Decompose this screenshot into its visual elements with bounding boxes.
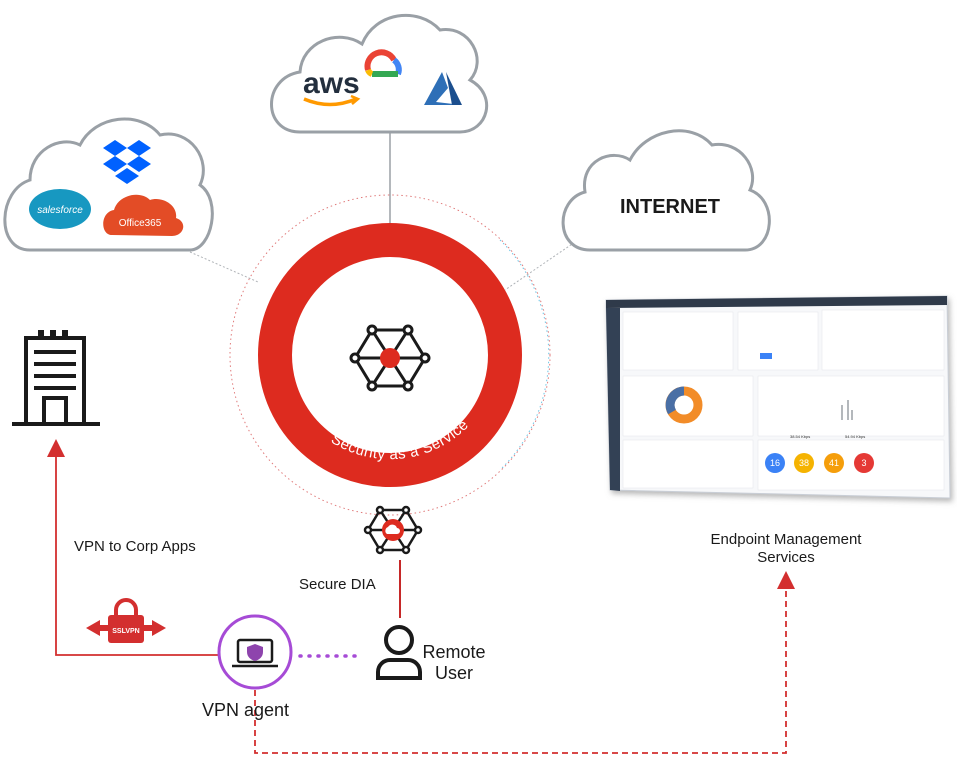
stat-high: 41	[829, 458, 839, 468]
internet-label: INTERNET	[620, 196, 720, 218]
outer-dotted-ring	[229, 194, 551, 516]
vpn-agent-label: VPN agent	[202, 700, 290, 720]
dashboard-content: 16 38 41 3 38.54 Kbps 54.94 Kbps	[606, 296, 947, 491]
svg-text:salesforce: salesforce	[37, 205, 83, 216]
endpoint-path	[254, 571, 795, 754]
security-ring	[258, 223, 522, 487]
vpn-corp-path	[47, 439, 220, 656]
sslvpn-lock-icon: SSLVPN	[86, 598, 166, 643]
cloud-saas: salesforce Office365	[3, 117, 214, 252]
cloud-iaas: aws	[270, 13, 489, 134]
salesforce-logo-icon: salesforce	[29, 189, 91, 229]
cloud-internet	[561, 129, 771, 252]
network-hub-icon	[349, 324, 431, 392]
remote-user-label-line1: Remote	[422, 642, 486, 662]
endpoint-label-line1: Endpoint Management	[710, 531, 862, 548]
cloud-hub-icon	[363, 505, 423, 555]
connector-internet	[504, 239, 579, 291]
vpn-agent-icon	[217, 614, 293, 690]
outer-dotted-ring-blue	[499, 239, 550, 471]
svg-text:aws: aws	[303, 67, 360, 100]
aws-logo-icon: aws	[303, 67, 361, 107]
rate-2: 54.94 Kbps	[845, 434, 865, 439]
office-logo-text: Office365	[119, 218, 162, 229]
google-cloud-logo-icon	[364, 49, 402, 77]
stat-medium: 38	[799, 458, 809, 468]
office365-logo-icon: Office365	[103, 194, 184, 236]
stat-critical: 3	[861, 458, 866, 468]
secure-dia-label: Secure DIA	[299, 576, 376, 593]
sslvpn-label: SSLVPN	[112, 628, 140, 635]
user-icon	[376, 625, 422, 680]
rate-1: 38.54 Kbps	[790, 434, 810, 439]
remote-user-label-line2: User	[434, 663, 473, 683]
connector-saas	[189, 251, 259, 283]
stat-low: 16	[770, 458, 780, 468]
vpn-corp-label: VPN to Corp Apps	[74, 538, 196, 555]
building-icon	[12, 330, 100, 426]
endpoint-label-line2: Services	[757, 549, 815, 566]
dropbox-logo-icon	[103, 140, 151, 184]
azure-logo-icon	[424, 72, 462, 105]
